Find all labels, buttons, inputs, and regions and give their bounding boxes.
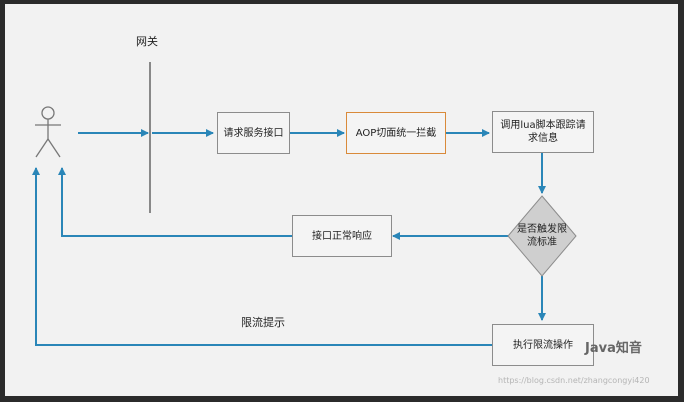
node-normal-response: 接口正常响应 [292, 215, 392, 257]
arrow-normal-to-user [58, 167, 292, 237]
gateway-label: 网关 [136, 35, 158, 48]
watermark-url: https://blog.csdn.net/zhangcongyi420 [498, 376, 650, 385]
diagram-canvas: 网关 请求服务接口 AOP切面统一拦截 调用lua脚本跟踪请求信息 是否触发限流… [5, 4, 678, 396]
edge-label-limit-tip: 限流提示 [241, 316, 285, 329]
node-request-api: 请求服务接口 [217, 112, 290, 154]
node-aop-intercept: AOP切面统一拦截 [346, 112, 446, 154]
user-actor-icon [35, 106, 61, 158]
decision-diamond [507, 195, 577, 277]
node-execute-limit: 执行限流操作 [492, 324, 594, 366]
arrow-limit-to-user [32, 167, 492, 346]
connectors-layer [32, 62, 583, 356]
decision-label: 是否触发限流标准 [517, 224, 567, 248]
node-call-lua: 调用lua脚本跟踪请求信息 [492, 111, 594, 153]
watermark-brand: Java知音 [585, 341, 642, 356]
